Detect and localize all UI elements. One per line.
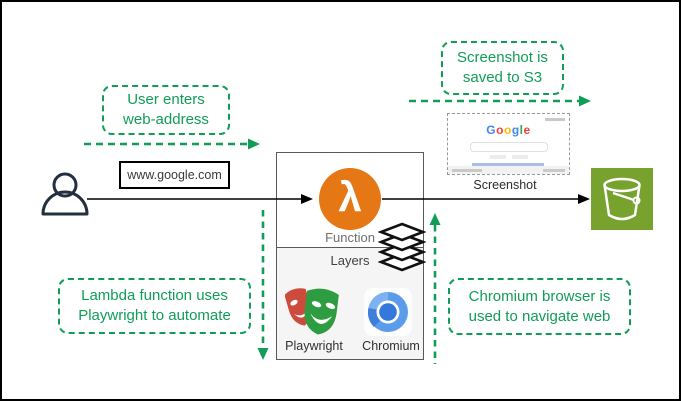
thumbnail-topbar-links [545, 118, 565, 121]
callout-chromium-navigate: Chromium browser is used to navigate web [448, 278, 631, 335]
playwright-label: Playwright [285, 339, 343, 353]
layers-label: Layers [330, 253, 370, 268]
arrow-up-chromium [429, 213, 441, 364]
arrow-down-lambda-uses [257, 210, 269, 360]
thumbnail-link-line [472, 163, 544, 166]
google-logo-letter: G [486, 123, 497, 137]
google-logo: Google [448, 123, 569, 137]
thumbnail-footer [448, 166, 569, 174]
lambda-glyph: λ [338, 173, 362, 220]
google-logo-letter: l [519, 123, 524, 137]
callout-lambda-playwright: Lambda function uses Playwright to autom… [58, 278, 251, 334]
screenshot-arrow-label: Screenshot [473, 178, 537, 192]
arrow-screenshot-saved [409, 95, 591, 107]
thumbnail-buttons [448, 155, 569, 159]
bucket-glyph [603, 177, 641, 221]
callout-user-enters: User enters web-address [102, 85, 230, 135]
s3-bucket-icon [591, 168, 653, 230]
arrow-user-enters [84, 138, 260, 150]
user-icon [41, 172, 89, 216]
google-logo-letter: o [503, 123, 512, 137]
thumbnail-search-bar [470, 142, 548, 152]
function-label: Function [325, 230, 375, 245]
layers-icon [378, 222, 426, 272]
google-logo-letter: o [496, 123, 504, 137]
web-address-box: www.google.com [119, 161, 230, 189]
google-logo-letter: g [511, 123, 520, 137]
aws-lambda-icon: λ [319, 168, 381, 230]
web-address-text: www.google.com [127, 168, 222, 182]
chromium-icon [364, 288, 412, 336]
google-logo-letter: e [523, 123, 531, 137]
callout-screenshot-saved: Screenshot is saved to S3 [441, 41, 564, 95]
chromium-label: Chromium [362, 339, 420, 353]
google-page-thumbnail: Google [447, 113, 570, 175]
playwright-masks-icon [285, 288, 339, 335]
